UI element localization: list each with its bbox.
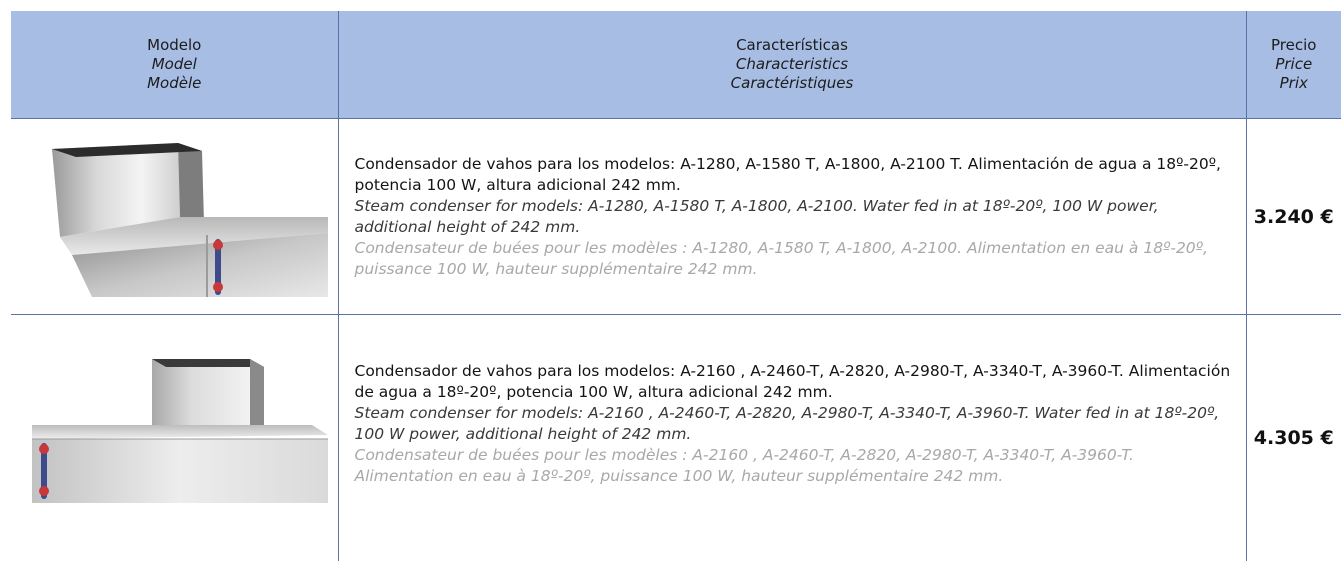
description-es: Condensador de vahos para los modelos: A…: [354, 362, 1231, 401]
table-row: Condensador de vahos para los modelos: A…: [11, 314, 1341, 561]
model-cell: [11, 314, 339, 561]
price-cell: 4.305 €: [1253, 427, 1334, 449]
header-characteristics-en: Characteristics: [735, 55, 849, 73]
header-price-es: Precio: [1271, 36, 1317, 54]
characteristics-cell: Condensador de vahos para los modelos: A…: [338, 118, 1247, 315]
header-model-en: Model: [151, 55, 197, 73]
model-cell: [11, 118, 339, 315]
header-model-fr: Modèle: [147, 74, 202, 92]
price-cell: 3.240 €: [1246, 118, 1341, 315]
price-list-sheet: Modelo Model Modèle Características Char…: [11, 11, 1341, 563]
header-price-fr: Prix: [1279, 74, 1308, 92]
table-row: Condensador de vahos para los modelos: A…: [11, 118, 1341, 315]
column-header-price: Precio Price Prix: [1246, 11, 1341, 119]
header-price-en: Price: [1275, 55, 1313, 73]
description-fr: Condensateur de buées pour les modèles :…: [354, 446, 1134, 485]
header-model-es: Modelo: [147, 36, 202, 54]
column-header-characteristics: Características Characteristics Caractér…: [338, 11, 1247, 119]
steam-condenser-image: [52, 142, 328, 297]
header-characteristics-es: Características: [736, 36, 848, 54]
header-characteristics-fr: Caractéristiques: [730, 74, 854, 92]
column-header-model: Modelo Model Modèle: [11, 11, 339, 119]
price-table: Modelo Model Modèle Características Char…: [11, 11, 1341, 561]
description-en: Steam condenser for models: A-1280, A-15…: [354, 196, 1159, 236]
characteristics-cell: Condensador de vahos para los modelos: A…: [338, 314, 1247, 561]
description-en: Steam condenser for models: A-2160 , A-2…: [354, 404, 1220, 443]
table-header-row: Modelo Model Modèle Características Char…: [11, 11, 1341, 119]
description-es: Condensador de vahos para los modelos: A…: [354, 154, 1221, 194]
description-fr: Condensateur de buées pour les modèles :…: [354, 238, 1208, 278]
steam-condenser-image: [32, 359, 328, 503]
